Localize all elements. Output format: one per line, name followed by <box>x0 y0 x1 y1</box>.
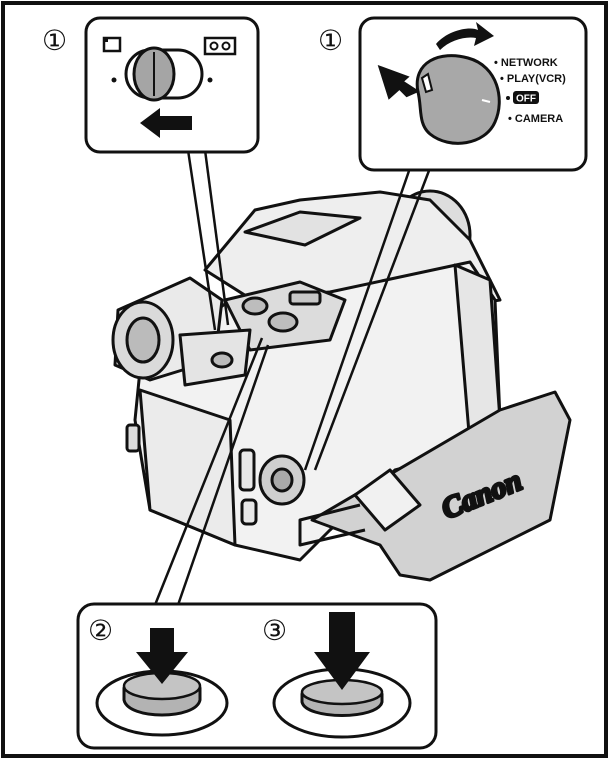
leader-lines <box>153 149 432 606</box>
leader-topleft-a <box>186 149 217 331</box>
arrow-down-full-icon <box>314 612 370 690</box>
step-number-2: ② <box>88 614 113 647</box>
leader-bottom-a <box>153 337 264 606</box>
callout-power-switch <box>84 16 260 154</box>
leader-topleft-b <box>203 149 230 326</box>
arrow-down-half-icon <box>136 628 188 684</box>
accessory-shoe <box>243 210 362 247</box>
viewfinder-lens <box>125 316 161 364</box>
leader-topright-b <box>313 167 432 471</box>
leader-topright-a <box>303 167 412 471</box>
deck-switch <box>288 290 322 306</box>
hand-strap: Canon <box>298 390 572 582</box>
rotate-arrow-icon <box>436 22 494 50</box>
step-number-3: ③ <box>262 614 287 647</box>
mode-camera-label: • CAMERA <box>508 113 563 125</box>
push-arrow-icon <box>377 64 420 100</box>
strap-loop <box>298 503 366 547</box>
body-left-tab <box>125 423 141 453</box>
leader-bottom-b <box>176 344 270 606</box>
arrow-left-icon <box>140 108 192 138</box>
strap-buckle <box>353 468 422 532</box>
mode-off-badge <box>513 91 539 104</box>
mode-play-label: • PLAY(VCR) <box>500 73 566 85</box>
callout-buttons <box>76 602 438 750</box>
mode-network-label: • NETWORK <box>494 57 558 69</box>
deck-button-a <box>241 296 269 316</box>
body-mode-dial-center <box>270 467 294 493</box>
side-port-lower <box>240 498 258 526</box>
side-port <box>238 448 256 492</box>
callout-mode-dial: • NETWORK • PLAY(VCR) OFF • CAMERA <box>358 16 588 172</box>
strap-band <box>310 390 572 582</box>
step-number-1-left: ① <box>42 24 67 57</box>
step-number-1-right: ① <box>318 24 343 57</box>
deck-button-b <box>267 311 299 333</box>
mode-dial-knob <box>415 54 501 145</box>
mode-off-label: OFF <box>516 94 536 105</box>
front-button <box>210 351 234 369</box>
